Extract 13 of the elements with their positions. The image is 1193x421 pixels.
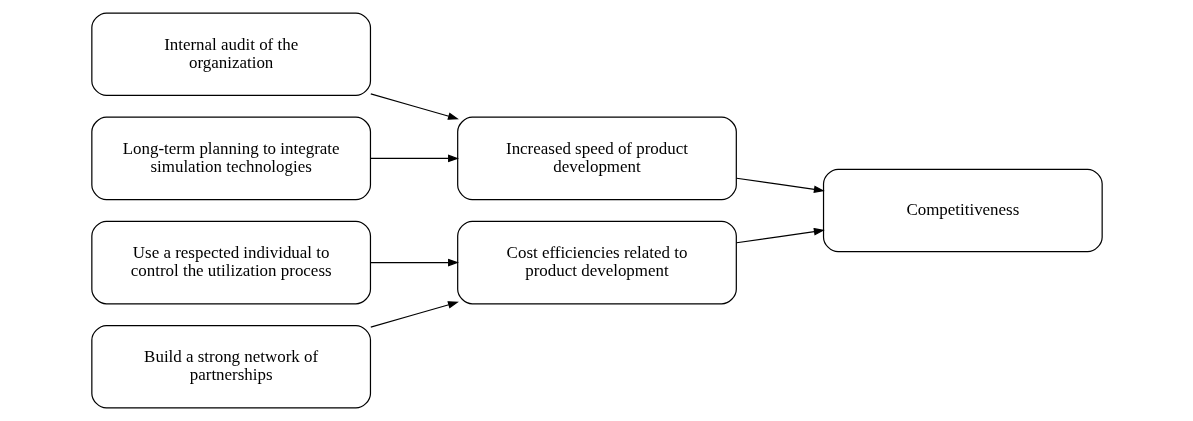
arrow (369, 301, 459, 328)
node-box: Competitiveness (822, 168, 1103, 253)
node-box: Build a strong network of partnerships (90, 324, 371, 409)
node-box: Cost efficiencies related to product development (456, 220, 737, 305)
node-box: Increased speed of product development (456, 116, 737, 201)
node-box: Use a respected individual to control the utilization process (90, 220, 371, 305)
arrow (369, 154, 459, 163)
node-box: Internal audit of the organization (90, 12, 371, 97)
arrow (369, 93, 459, 120)
arrow (369, 258, 459, 267)
arrow (735, 227, 825, 244)
node-box: Long-term planning to integrate simulation technologies (90, 116, 371, 201)
arrow (735, 177, 825, 194)
